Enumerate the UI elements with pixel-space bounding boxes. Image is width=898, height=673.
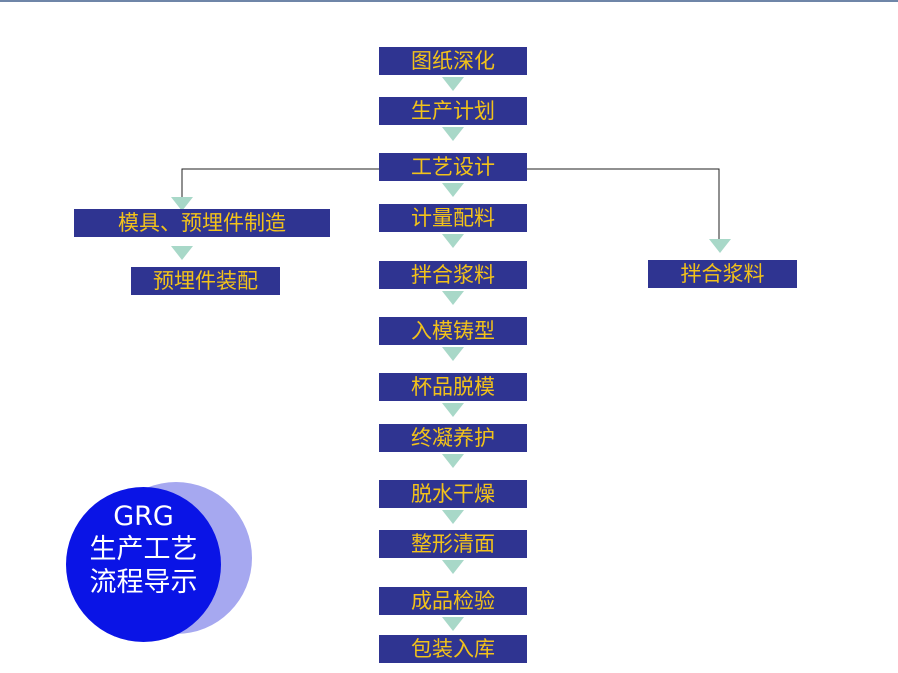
main-step-box: 脱水干燥 [379,480,527,508]
main-step-box: 拌合浆料 [379,261,527,289]
left-branch-box: 模具、预埋件制造 [74,209,330,237]
main-step-box: 杯品脱模 [379,373,527,401]
down-arrow-icon [442,617,464,631]
top-rule [0,0,898,2]
down-arrow-icon [709,239,731,253]
right-branch-line [527,168,720,240]
main-step-box: 图纸深化 [379,47,527,75]
down-arrow-icon [442,77,464,91]
down-arrow-icon [171,197,193,211]
main-step-box: 成品检验 [379,587,527,615]
down-arrow-icon [171,246,193,260]
main-step-box: 计量配料 [379,204,527,232]
badge-line-3: 流程导示 [89,567,198,598]
down-arrow-icon [442,291,464,305]
left-branch-box: 预埋件装配 [131,267,280,295]
down-arrow-icon [442,510,464,524]
down-arrow-icon [442,560,464,574]
main-step-box: 整形清面 [379,530,527,558]
main-step-box: 工艺设计 [379,153,527,181]
badge-line-1: GRG [113,501,174,532]
badge-line-2: 生产工艺 [89,534,198,565]
down-arrow-icon [442,454,464,468]
main-step-box: 入模铸型 [379,317,527,345]
down-arrow-icon [442,347,464,361]
down-arrow-icon [442,403,464,417]
down-arrow-icon [442,127,464,141]
badge-text: GRG 生产工艺 流程导示 [66,500,221,599]
badge-front-disc [66,487,221,642]
right-branch-box: 拌合浆料 [648,260,797,288]
main-step-box: 生产计划 [379,97,527,125]
down-arrow-icon [442,234,464,248]
left-branch-line [181,168,379,198]
main-step-box: 终凝养护 [379,424,527,452]
main-step-box: 包装入库 [379,635,527,663]
down-arrow-icon [442,183,464,197]
